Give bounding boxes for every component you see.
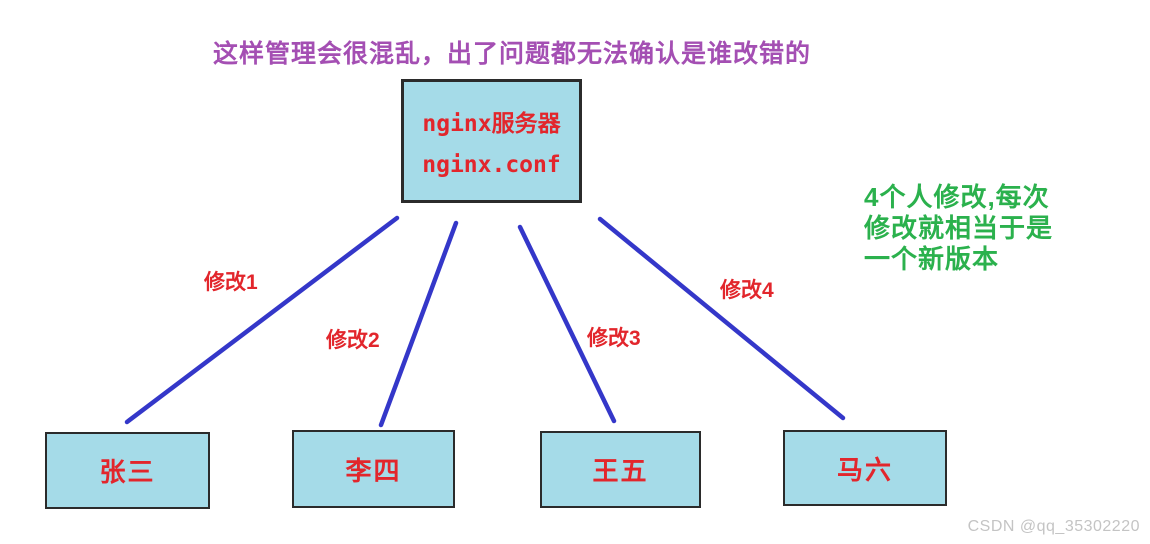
edge-line-1: [124, 215, 400, 425]
csdn-watermark: CSDN @qq_35302220: [967, 518, 1140, 535]
person-node-lisi: 李四: [292, 430, 455, 508]
edge-label-xiugai-2: 修改2: [326, 329, 380, 352]
person-name-label: 李四: [345, 455, 402, 486]
person-node-maliu: 马六: [783, 430, 947, 506]
edge-label-xiugai-1: 修改1: [204, 271, 258, 294]
person-name-label: 马六: [836, 454, 893, 485]
edge-label-xiugai-3: 修改3: [587, 327, 641, 350]
side-note: 4个人修改,每次 修改就相当于是 一个新版本: [864, 182, 1053, 275]
person-name-label: 王五: [592, 456, 649, 486]
side-note-line: 4个人修改,每次: [864, 182, 1050, 212]
person-node-wangwu: 王五: [540, 431, 701, 508]
nginx-server-node: nginx服务器 nginx.conf: [401, 79, 582, 203]
edge-line-2: [378, 220, 459, 428]
edge-line-4: [597, 216, 846, 421]
nginx-conf-label: nginx.conf: [422, 152, 561, 178]
side-note-line: 修改就相当于是: [864, 213, 1054, 243]
edge-line-3: [517, 224, 617, 424]
diagram-title: 这样管理会很混乱，出了问题都无法确认是谁改错的: [212, 40, 812, 68]
side-note-line: 一个新版本: [864, 244, 1000, 274]
edge-label-xiugai-4: 修改4: [720, 279, 774, 302]
nginx-server-label: nginx服务器: [422, 111, 561, 137]
person-name-label: 张三: [99, 457, 156, 487]
person-node-zhangsan: 张三: [45, 432, 210, 509]
